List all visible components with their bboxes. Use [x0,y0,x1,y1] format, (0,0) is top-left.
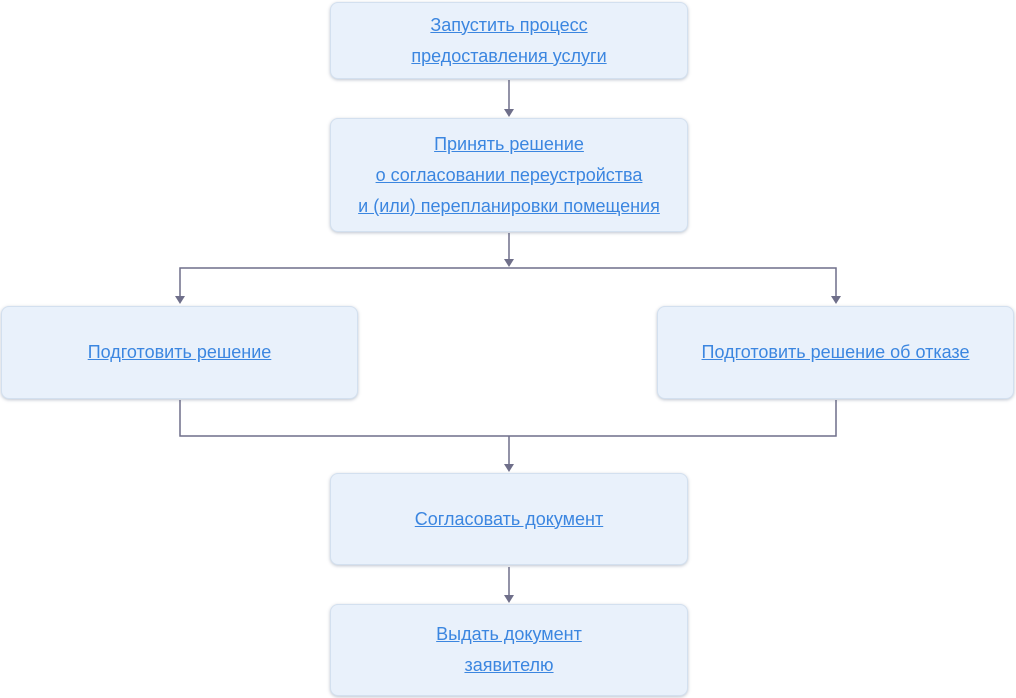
arrowhead-split [504,259,514,267]
node-prepare-refusal[interactable]: Подготовить решение об отказе [657,306,1014,399]
node-prepare-refusal-line-1[interactable]: Подготовить решение об отказе [701,342,970,362]
arrowhead-right [831,296,841,304]
node-make-decision-line-1[interactable]: Принять решение [434,133,584,154]
node-issue-document-line-2[interactable]: заявителю [464,655,554,675]
node-make-decision-line-3[interactable]: и (или) перепланировки помещения [358,195,660,216]
node-start-process-text: Запустить процесс предоставления услуги [411,10,606,72]
arrowhead-agree [504,464,514,472]
node-prepare-decision[interactable]: Подготовить решение [1,306,358,399]
node-prepare-decision-text: Подготовить решение [88,337,272,368]
node-make-decision-text: Принять решение о согласовании переустро… [358,129,660,222]
arrowhead-issue [504,595,514,603]
merge-branch-line [179,400,837,437]
node-start-process-line-2[interactable]: предоставления услуги [411,45,607,66]
node-start-process[interactable]: Запустить процесс предоставления услуги [330,2,688,79]
node-approve-document-text: Согласовать документ [415,504,603,535]
node-approve-document-line-1[interactable]: Согласовать документ [414,508,604,529]
node-approve-document[interactable]: Согласовать документ [330,473,688,565]
node-issue-document-text: Выдать документ заявителю [436,619,582,681]
split-branch-line [179,267,837,297]
arrowhead-left [175,296,185,304]
node-prepare-refusal-text: Подготовить решение об отказе [702,337,970,368]
node-prepare-decision-line-1[interactable]: Подготовить решение [87,342,272,362]
node-issue-document-line-1[interactable]: Выдать документ [436,624,582,644]
node-start-process-line-1[interactable]: Запустить процесс [430,14,588,35]
arrowhead-decide [504,109,514,117]
node-make-decision[interactable]: Принять решение о согласовании переустро… [330,118,688,232]
node-make-decision-line-2[interactable]: о согласовании переустройства [375,164,643,185]
node-issue-document[interactable]: Выдать документ заявителю [330,604,688,696]
